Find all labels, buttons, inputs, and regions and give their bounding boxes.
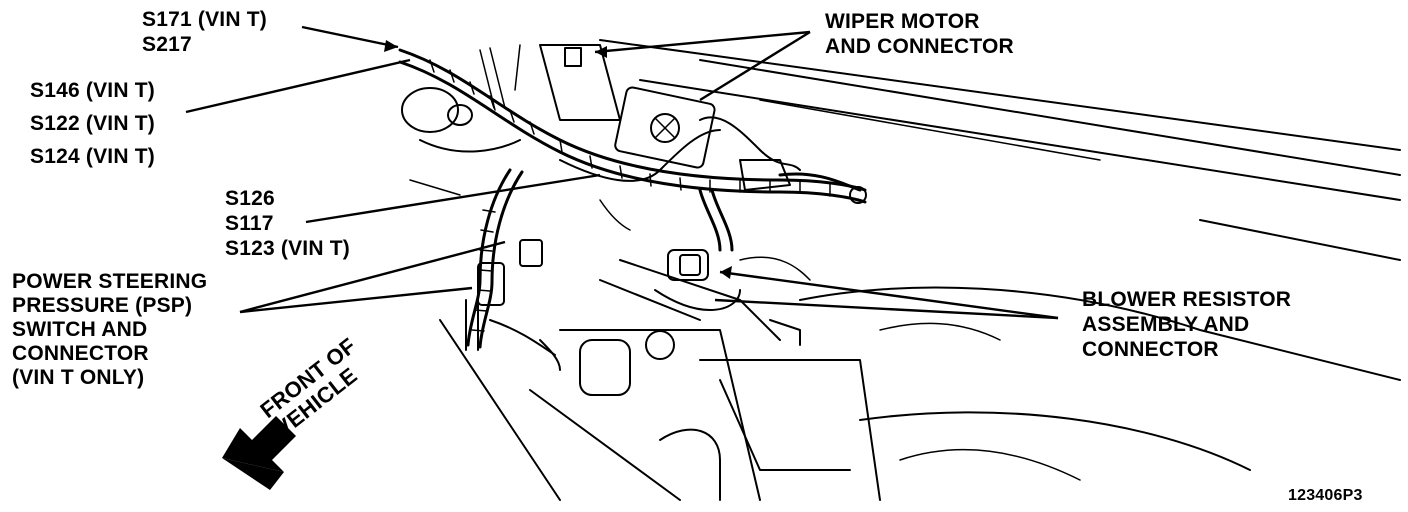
callout-blower-resistor: BLOWER RESISTOR ASSEMBLY AND CONNECTOR [1082, 287, 1291, 362]
leader-lines [185, 25, 1059, 320]
callout-s171-s217: S171 (VIN T) S217 [142, 7, 267, 57]
callout-line: S122 (VIN T) [30, 112, 155, 135]
callout-line: PRESSURE (PSP) [12, 294, 193, 317]
callout-s146-s122-s124: S146 (VIN T) S122 (VIN T) S124 (VIN T) [30, 74, 155, 173]
callout-line: POWER STEERING [12, 270, 208, 293]
arrow-down-left-icon [222, 416, 296, 490]
callout-line: (VIN T ONLY) [12, 366, 145, 389]
callout-line: WIPER MOTOR [825, 10, 980, 33]
callout-line: S171 (VIN T) [142, 8, 267, 31]
callout-line: SWITCH AND [12, 318, 148, 341]
callout-line: AND CONNECTOR [825, 35, 1014, 58]
callout-line: S123 (VIN T) [225, 237, 350, 260]
callout-line: S217 [142, 33, 192, 56]
callout-line: CONNECTOR [12, 342, 149, 365]
callout-line: S117 [225, 212, 274, 235]
left-motor-assembly [401, 87, 521, 196]
wiring-harness [398, 44, 867, 349]
callout-wiper-motor: WIPER MOTOR AND CONNECTOR [825, 9, 1014, 59]
blower-resistor [599, 249, 811, 360]
callout-line: CONNECTOR [1082, 338, 1219, 361]
engine-block [439, 286, 1401, 501]
callout-psp-switch: POWER STEERING PRESSURE (PSP) SWITCH AND… [12, 270, 207, 390]
callout-line: ASSEMBLY AND [1082, 313, 1250, 336]
cowl-panel [599, 39, 1401, 261]
callout-s126-s117-s123: S126 S117 S123 (VIN T) [225, 186, 350, 261]
callout-line: S146 (VIN T) [30, 79, 155, 102]
callout-line: BLOWER RESISTOR [1082, 288, 1292, 311]
figure-id: 123406P3 [1288, 487, 1363, 504]
wiper-motor [539, 44, 716, 169]
psp-switch [465, 239, 561, 371]
callout-line: S124 (VIN T) [30, 145, 155, 168]
callout-line: S126 [225, 187, 275, 210]
